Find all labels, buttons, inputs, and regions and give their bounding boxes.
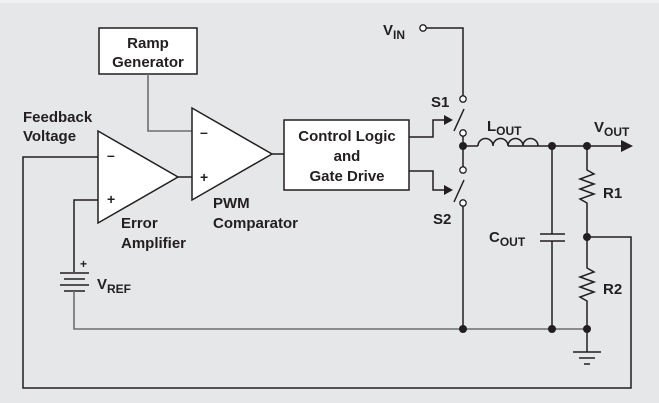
vout-arrow-icon (621, 140, 633, 152)
control-logic-label-1: Control Logic (298, 128, 396, 145)
control-logic-label-2: and (334, 148, 361, 165)
error-amplifier-triangle (97, 129, 180, 225)
s1-gate-arrow-icon (444, 115, 453, 125)
s2-label: S2 (433, 211, 451, 228)
error-amp-minus: – (107, 147, 115, 163)
pwm-minus: – (200, 124, 208, 140)
feedback-voltage-label-1: Feedback (23, 109, 93, 126)
ground-rail (73, 291, 587, 330)
r2-label: R2 (603, 281, 622, 298)
vin-label: VIN (383, 22, 405, 42)
r1-label: R1 (603, 185, 622, 202)
control-logic-block (283, 119, 410, 191)
r1-resistor (577, 146, 597, 237)
pwm-plus: + (200, 169, 208, 185)
ramp-generator-label-2: Generator (112, 54, 184, 71)
r2-resistor (577, 237, 597, 329)
s1-blade (453, 108, 465, 132)
ramp-to-pwm-wire (147, 74, 192, 132)
lout-label: LOUT (487, 118, 522, 138)
ramp-generator-label-1: Ramp (127, 35, 169, 52)
pwm-label-2: Comparator (213, 215, 298, 232)
vin-terminal (419, 24, 427, 32)
s2-gate-wire (409, 170, 444, 191)
pwm-label-1: PWM (213, 195, 250, 212)
cout-label: COUT (489, 229, 526, 249)
control-logic-label-3: Gate Drive (309, 168, 384, 185)
error-amp-label-2: Amplifier (121, 235, 186, 252)
vin-wire (426, 27, 464, 96)
s2-bottom-contact (459, 199, 467, 207)
feedback-voltage-label-2: Voltage (23, 128, 76, 145)
s1-bottom-contact (459, 129, 467, 137)
vref-plus: + (80, 257, 87, 271)
s2-blade (453, 179, 465, 203)
ground-node-s2 (459, 325, 467, 333)
top-strip (0, 0, 659, 3)
ground-icon (573, 351, 601, 365)
s1-top-contact (459, 95, 467, 103)
vout-label: VOUT (594, 119, 630, 139)
s1-gate-wire (409, 119, 444, 138)
s1-label: S1 (431, 94, 449, 111)
lout-inductor (477, 137, 539, 147)
ground-node-cap (548, 325, 556, 333)
pwm-comparator-triangle (191, 106, 274, 202)
s2-gate-arrow-icon (444, 185, 453, 195)
s2-top-contact (459, 166, 467, 174)
feedback-loop-wire (22, 156, 632, 389)
error-amp-plus: + (107, 191, 115, 207)
vref-label: VREF (97, 276, 131, 296)
error-amp-label-1: Error (121, 215, 158, 232)
vref-to-error-amp-wire (73, 199, 98, 272)
